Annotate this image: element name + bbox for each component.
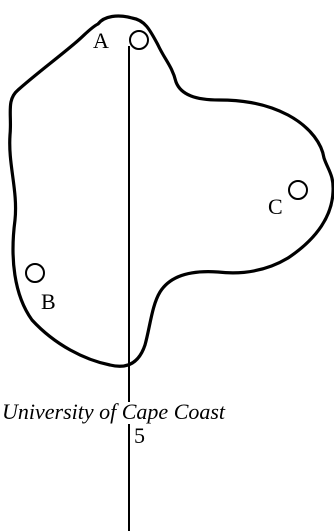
point-c-hole <box>288 180 308 200</box>
point-c-label: C <box>268 194 283 219</box>
page-number: 5 <box>134 423 145 448</box>
point-a-hole <box>129 30 149 50</box>
point-b-label: B <box>41 289 56 314</box>
lamina-outline <box>8 14 334 368</box>
footer-backing <box>0 402 334 424</box>
footer-source-text: University of Cape Coast <box>2 399 226 424</box>
point-b-hole <box>25 263 45 283</box>
point-a-label: A <box>93 28 109 53</box>
page-number-backing <box>131 427 151 449</box>
